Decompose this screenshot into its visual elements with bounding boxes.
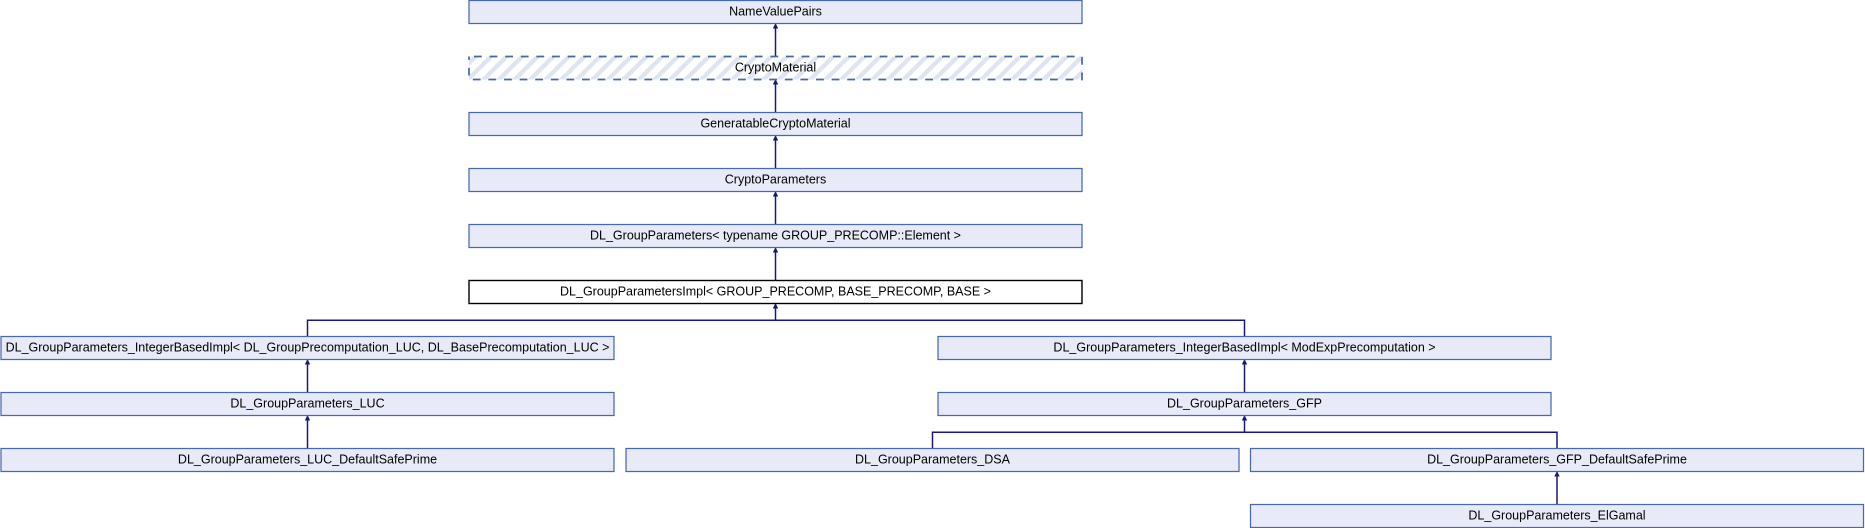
svg-text:DL_GroupParameters_GFP_Default: DL_GroupParameters_GFP_DefaultSafePrime — [1427, 452, 1687, 466]
svg-text:DL_GroupParameters_IntegerBase: DL_GroupParameters_IntegerBasedImpl< Mod… — [1053, 340, 1435, 354]
svg-text:DL_GroupParameters_ElGamal: DL_GroupParameters_ElGamal — [1468, 508, 1645, 522]
svg-text:NameValuePairs: NameValuePairs — [729, 4, 822, 18]
svg-text:DL_GroupParameters_GFP: DL_GroupParameters_GFP — [1167, 396, 1322, 410]
svg-text:DL_GroupParameters_LUC: DL_GroupParameters_LUC — [230, 396, 384, 410]
svg-text:CryptoParameters: CryptoParameters — [725, 172, 826, 186]
svg-text:DL_GroupParameters_DSA: DL_GroupParameters_DSA — [855, 452, 1011, 466]
svg-text:DL_GroupParametersImpl< GROUP_: DL_GroupParametersImpl< GROUP_PRECOMP, B… — [560, 284, 991, 298]
svg-text:CryptoMaterial: CryptoMaterial — [735, 60, 816, 74]
svg-text:DL_GroupParameters_IntegerBase: DL_GroupParameters_IntegerBasedImpl< DL_… — [6, 340, 610, 354]
svg-text:DL_GroupParameters< typename G: DL_GroupParameters< typename GROUP_PRECO… — [590, 228, 961, 242]
svg-text:GeneratableCryptoMaterial: GeneratableCryptoMaterial — [700, 116, 850, 130]
svg-text:DL_GroupParameters_LUC_Default: DL_GroupParameters_LUC_DefaultSafePrime — [178, 452, 437, 466]
